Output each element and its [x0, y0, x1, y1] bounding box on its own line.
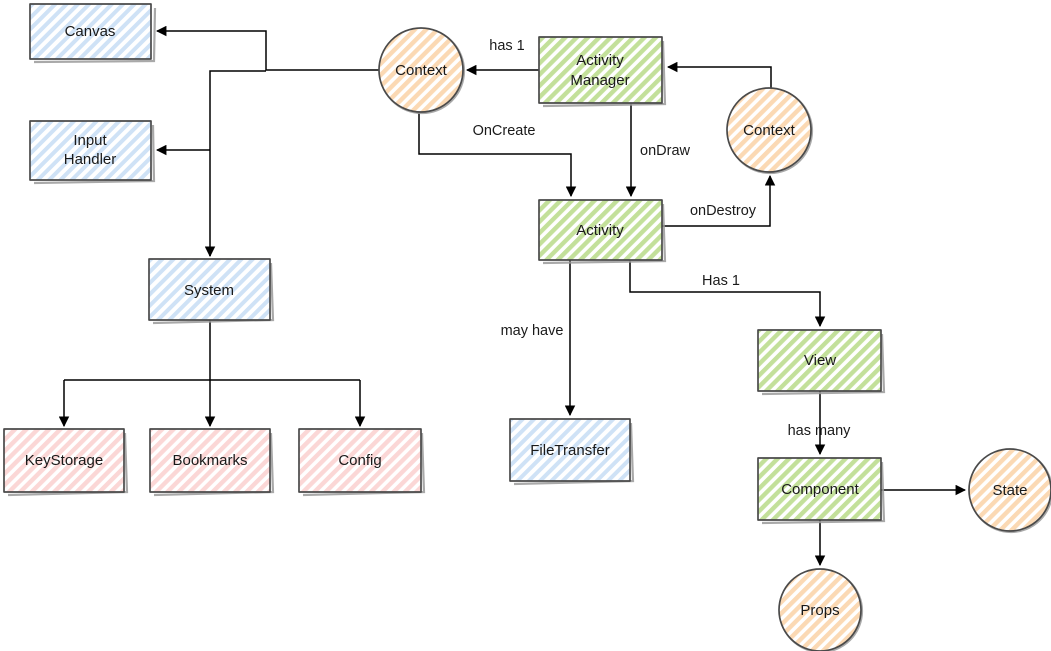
node-bookmarks[interactable]: Bookmarks [149, 428, 275, 497]
edge-label-on-destroy: onDestroy [690, 203, 757, 219]
node-view[interactable]: View [757, 329, 886, 396]
node-props[interactable]: Props [778, 568, 864, 651]
node-layer: Canvas Input Handler System KeyStorage [3, 3, 1051, 651]
node-canvas[interactable]: Canvas [29, 3, 157, 64]
edge-context-trunk [209, 70, 266, 256]
node-keystorage[interactable]: KeyStorage [3, 428, 129, 497]
edge-activity-to-view [629, 260, 826, 328]
edge-label-on-create: OnCreate [473, 123, 536, 139]
edge-label-has-1-lower: has 1 [489, 38, 524, 54]
node-context-right[interactable]: Context [726, 87, 814, 175]
edge-context-to-canvas [155, 25, 379, 71]
node-state[interactable]: State [968, 448, 1051, 534]
node-component[interactable]: Component [757, 457, 886, 525]
edge-label-has-1-upper: Has 1 [702, 273, 740, 289]
edge-context-to-activity [418, 112, 577, 198]
node-system[interactable]: System [148, 258, 275, 325]
node-input-handler[interactable]: Input Handler [29, 120, 156, 185]
node-config[interactable]: Config [298, 428, 426, 497]
node-activity[interactable]: Activity [538, 199, 667, 265]
edge-label-may-have: may have [501, 323, 564, 339]
edge-label-on-draw: onDraw [640, 143, 690, 159]
node-activity-manager[interactable]: Activity Manager [538, 36, 667, 108]
edge-context-right-to-activity-manager [666, 61, 772, 88]
edge-activity-to-context-right [662, 174, 776, 227]
edge-layer [58, 25, 967, 567]
node-filetransfer[interactable]: FileTransfer [509, 418, 635, 486]
node-context-left[interactable]: Context [378, 27, 466, 115]
